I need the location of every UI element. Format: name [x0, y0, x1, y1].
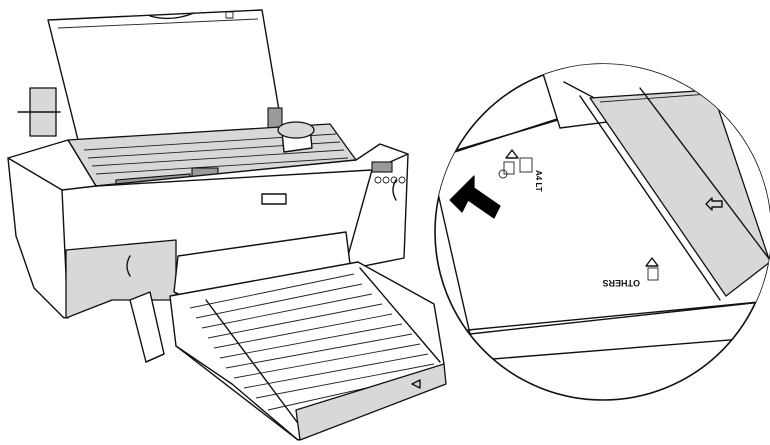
roll-paper-holder — [17, 87, 283, 137]
arrow-outline-icon — [705, 197, 723, 211]
size-mark-label: A4 LT — [534, 170, 543, 192]
zoom-detail: A4 LT OTHERS — [434, 63, 770, 401]
others-mark: OTHERS — [602, 257, 659, 288]
up-arrow-icon — [645, 257, 659, 267]
insert-arrow-icon — [449, 175, 501, 219]
control-panel — [371, 161, 406, 184]
others-label: OTHERS — [602, 278, 640, 288]
printer-stand — [129, 291, 165, 363]
paper-size-marks: A4 LT — [498, 149, 543, 192]
paper-cassette — [169, 261, 447, 441]
top-cover — [47, 9, 283, 141]
printer-interior — [67, 121, 357, 187]
printer — [7, 9, 447, 441]
